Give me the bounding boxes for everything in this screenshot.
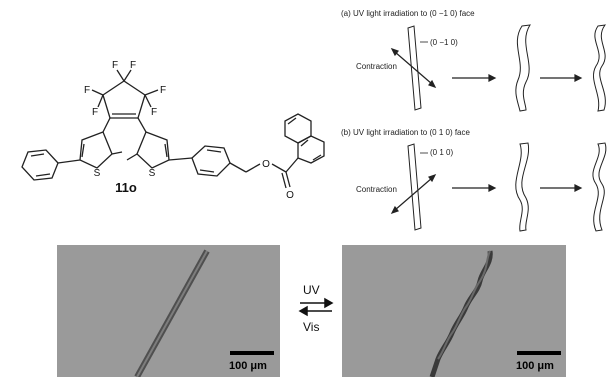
oxygen-label: O: [262, 159, 270, 170]
schematic-a-face-label: (0 −1 0): [430, 38, 458, 47]
micrograph-after: 100 μm: [342, 245, 566, 377]
contraction-arrow: [394, 51, 433, 85]
equilibrium-arrows: [298, 297, 334, 317]
crystal-straight: [407, 143, 422, 231]
schematic-a: [390, 24, 607, 112]
naphthalene-ring-a: [297, 135, 325, 164]
molecule-structure: F F F F F F S S O O 11o: [21, 60, 325, 201]
schematic-b-face-label: (0 1 0): [430, 148, 454, 157]
fluorine-label: F: [151, 107, 157, 118]
cyclopentene-ring: [102, 80, 146, 119]
contraction-arrow: [394, 177, 433, 211]
fluorine-label: F: [112, 60, 118, 71]
schematic-b: [390, 142, 607, 232]
sulfur-label: S: [149, 168, 156, 179]
fluorine-label: F: [84, 85, 90, 96]
fluorine-label: F: [130, 60, 136, 71]
micrograph-before: 100 μm: [57, 245, 280, 377]
scale-label: 100 μm: [516, 360, 554, 372]
schematic-a-caption: (a) UV light irradiation to (0 −1 0) fac…: [341, 9, 475, 18]
vis-label: Vis: [303, 320, 320, 334]
schematic-b-contraction-label: Contraction: [356, 185, 397, 194]
uv-label: UV: [303, 283, 320, 297]
left-thiophene: [79, 131, 113, 169]
left-phenyl: [21, 149, 59, 181]
right-thiophene: [136, 131, 170, 169]
schematic-a-contraction-label: Contraction: [356, 62, 397, 71]
scale-bar: [517, 351, 561, 355]
fluorine-label: F: [160, 85, 166, 96]
crystal-straight: [407, 25, 422, 111]
scale-label: 100 μm: [229, 360, 267, 372]
scale-bar: [230, 351, 274, 355]
crystal-helical: [593, 24, 607, 112]
schematic-b-caption: (b) UV light irradiation to (0 1 0) face: [341, 128, 470, 137]
crystal-twisted: [515, 142, 530, 232]
naphthalene-ring-b: [284, 113, 312, 144]
compound-label: 11o: [115, 180, 137, 195]
sulfur-label: S: [94, 168, 101, 179]
fluorine-label: F: [92, 107, 98, 118]
oxygen-label: O: [286, 190, 294, 201]
crystal-twisted: [515, 24, 531, 112]
crystal-helical: [592, 142, 607, 232]
